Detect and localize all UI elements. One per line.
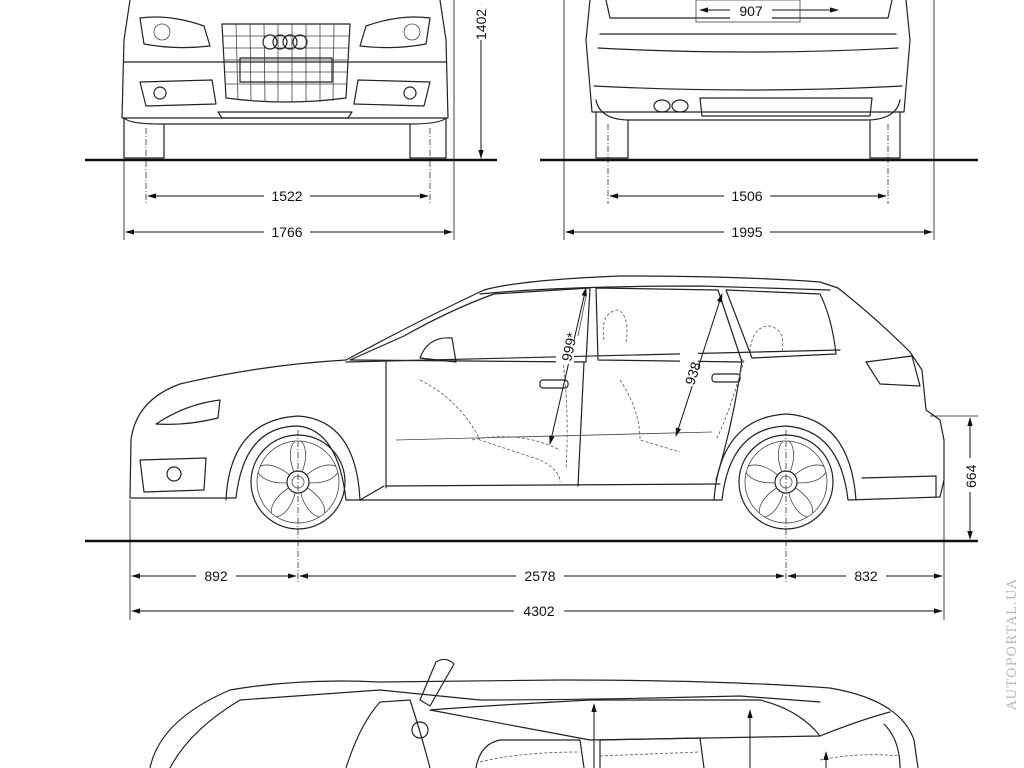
wheelbase-label: 2578	[524, 568, 555, 584]
side-car-body	[129, 275, 945, 530]
front-width-label: 1766	[271, 224, 302, 240]
rear-width-label: 1995	[731, 224, 762, 240]
front-track-label: 1522	[271, 188, 302, 204]
front-view: 1402 1522 1766	[85, 0, 497, 240]
loading-height-label: 664	[963, 464, 979, 488]
rear-car-body	[585, 0, 911, 159]
rear-view: 907 1506 1995	[540, 0, 978, 240]
top-view	[149, 658, 919, 768]
watermark-text: AUTOPORTAL.UA	[1005, 578, 1020, 711]
rear-headroom-label: 938	[682, 360, 705, 387]
front-overhang-label: 892	[204, 568, 228, 584]
side-view: 999* 938 664 892 2578 832 4302	[85, 275, 982, 620]
height-label: 1402	[473, 9, 489, 40]
length-label: 4302	[523, 603, 554, 619]
rear-track-label: 1506	[731, 188, 762, 204]
rear-overhang-label: 832	[854, 568, 878, 584]
front-headroom-label: 999*	[558, 331, 580, 363]
front-car-body	[121, 0, 449, 159]
rear-window-width-label: 907	[739, 3, 763, 19]
